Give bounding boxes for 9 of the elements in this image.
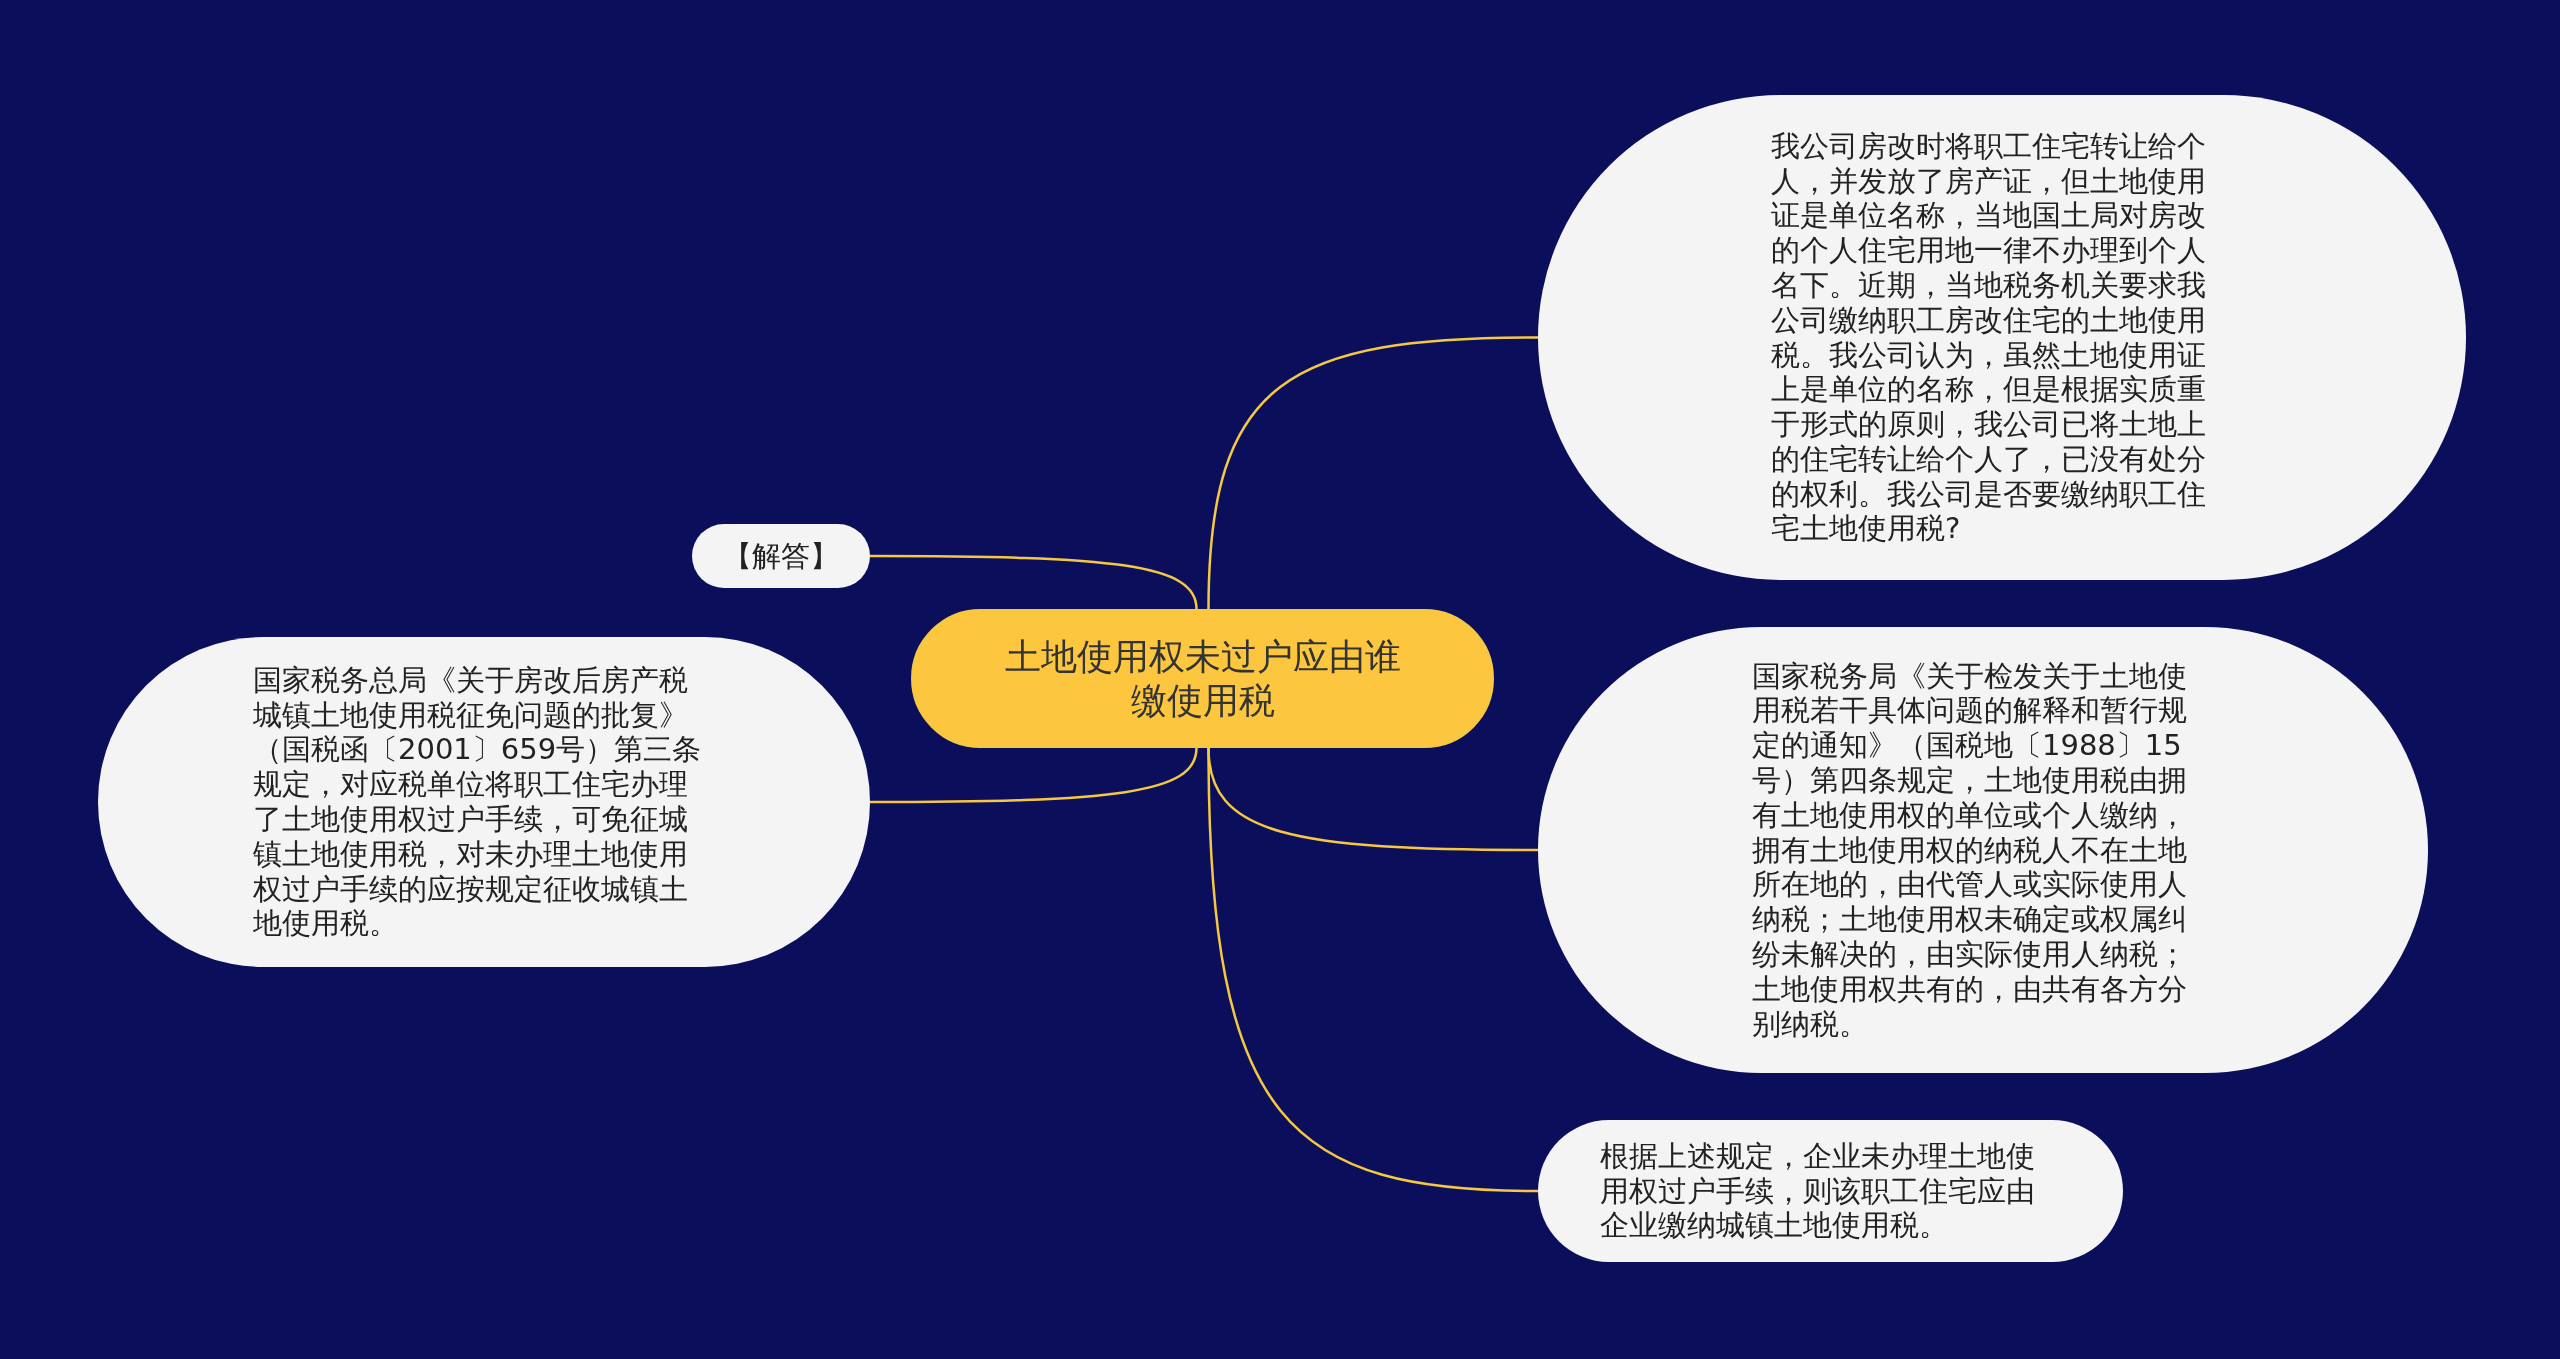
topic-text: 国家税务局《关于检发关于土地使用税若干具体问题的解释和暂行规定的通知》（国税地〔1988〕15号）第四条规定，土地使用税由拥有土地使用权的单位或个人缴纳，拥有土地使用权的纳税人不在土地所在地的，由代管人或实际使用人纳税；土地使用权未确定或权属纠纷未解决的，由实际使用人纳税；土地使用权共有的，由共有各方分别纳税。 <box>1752 658 2188 1042</box>
connector-line <box>870 554 1198 610</box>
topic-text: 根据上述规定，企业未办理土地使用权过户手续，则该职工住宅应由企业缴纳城镇土地使用税。 <box>1599 1138 2036 1244</box>
connector-line <box>870 747 1198 804</box>
topic-text: 国家税务总局《关于房改后房产税城镇土地使用税征免问题的批复》（国税函〔2001〕659号）第三条规定，对应税单位将职工住宅办理了土地使用权过户手续，可免征城镇土地使用税，对未办理土地使用权过户手续的应按规定征收城镇土地使用税。 <box>253 662 703 942</box>
topic-text: 土地使用权未过户应由谁缴使用税 <box>1003 635 1402 722</box>
connector-line <box>1207 336 1539 610</box>
topic-text: 【解答】 <box>723 538 839 574</box>
topic-text: 我公司房改时将职工住宅转让给个人，并发放了房产证，但土地使用证是单位名称，当地国土局对房改的个人住宅用地一律不办理到个人名下。近期，当地税务机关要求我公司缴纳职工房改住宅的土地使用税。我公司认为，虽然土地使用证上是单位的名称，但是根据实质重于形式的原则，我公司已将土地上的住宅转让给个人了，已没有处分的权利。我公司是否要缴纳职工住宅土地使用税? <box>1771 128 2207 547</box>
